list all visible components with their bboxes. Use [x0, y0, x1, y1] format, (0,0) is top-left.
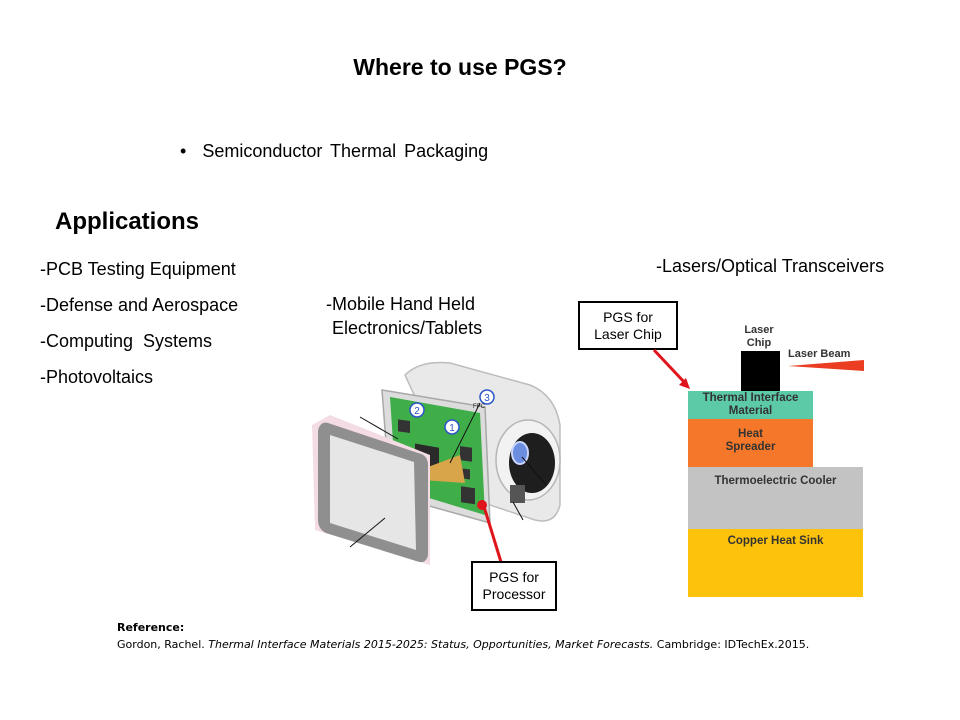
processor-chip	[461, 486, 475, 505]
laser-section-label: -Lasers/Optical Transceivers	[656, 256, 885, 276]
processor-callout: PGS for Processor	[471, 561, 557, 611]
application-item: -Computing Systems	[40, 331, 213, 351]
lcd-panel-screen	[330, 435, 416, 550]
camcorder-exploded-illustration: 1 2 3 FPC	[312, 361, 561, 565]
reference-author: Gordon, Rachel.	[117, 638, 205, 651]
slide-title: Where to use PGS?	[353, 54, 567, 80]
marker-2-text: 2	[414, 406, 420, 417]
laser-callout-line1: PGS for	[603, 309, 653, 325]
fpc-label: FPC	[473, 404, 486, 410]
applications-heading: Applications	[55, 208, 200, 235]
marker-2-icon	[409, 402, 425, 418]
laser-callout-line2: Laser Chip	[594, 326, 662, 342]
layer-label-line1: Thermoelectric Cooler	[714, 475, 837, 487]
marker-3-icon	[479, 389, 495, 405]
side-port	[510, 485, 525, 503]
reference-title: Thermal Interface Materials 2015-2025: S…	[208, 638, 654, 651]
layer-thermal-interface-material: Thermal Interface Material	[688, 391, 813, 419]
layer-thermoelectric-cooler: Thermoelectric Cooler	[688, 467, 863, 529]
laser-chip-label-line1: Laser	[744, 324, 774, 336]
pointer-arrow	[521, 456, 547, 486]
application-item: -PCB Testing Equipment	[40, 259, 236, 279]
marker-1-text: 1	[449, 423, 455, 434]
laser-beam-label: Laser Beam	[788, 348, 851, 360]
application-item: -Defense and Aerospace	[40, 295, 239, 315]
layer-label-line1: Copper Heat Sink	[727, 535, 824, 547]
pointer-arrow	[449, 402, 481, 464]
processor-callout-line1: PGS for	[489, 569, 539, 585]
laser-chip-label: Laser Chip	[738, 324, 780, 350]
laser-chip-label-line2: Chip	[746, 337, 772, 349]
layer-copper-heat-sink: Copper Heat Sink	[688, 529, 863, 597]
application-item: -Photovoltaics	[40, 367, 154, 387]
laser-stack-diagram: Laser Chip Laser Beam Thermal Interface …	[688, 320, 868, 600]
marker-1-icon	[444, 419, 460, 435]
layer-label-line1: Heat	[738, 428, 763, 440]
laser-beam-icon	[788, 360, 864, 371]
reference-publisher: Cambridge: IDTechEx.2015.	[656, 638, 810, 651]
reference-citation: Gordon, Rachel. Thermal Interface Materi…	[117, 638, 809, 651]
layer-label-line2: Material	[728, 405, 773, 417]
pointer-arrow	[512, 501, 524, 521]
mobile-label-line2: Electronics/Tablets	[332, 318, 483, 338]
fpc-ribbon	[420, 455, 465, 483]
laser-chip-block	[741, 351, 780, 391]
pointer-arrow	[359, 416, 399, 440]
layer-heat-spreader: Heat Spreader	[688, 419, 813, 467]
bullet-text: Semiconductor Thermal Packaging	[202, 141, 489, 161]
laser-chip-callout: PGS for Laser Chip	[578, 301, 678, 350]
bullet-item: • Semiconductor Thermal Packaging	[180, 141, 488, 162]
mobile-section-label: -Mobile Hand Held Electronics/Tablets	[326, 292, 482, 340]
reference-heading: Reference:	[117, 621, 185, 634]
layer-label-line1: Thermal Interface	[702, 392, 799, 404]
marker-3-text: 3	[484, 393, 490, 404]
mobile-label-line1: -Mobile Hand Held	[326, 294, 476, 314]
processor-callout-line2: Processor	[482, 586, 546, 602]
pointer-arrow	[349, 517, 386, 548]
processor-callout-arrow	[480, 500, 503, 563]
pcb-chip	[460, 446, 472, 462]
pcb-chip	[398, 419, 410, 434]
laser-callout-arrow	[652, 348, 690, 389]
bullet-symbol: •	[180, 141, 187, 161]
lens-glass	[511, 441, 529, 465]
layer-label-line2: Spreader	[725, 441, 776, 453]
